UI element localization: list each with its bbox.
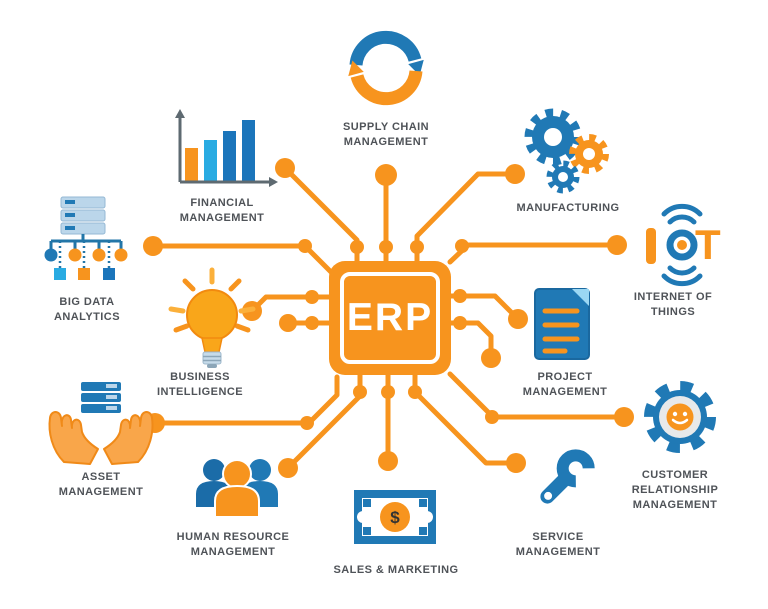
banknote-icon: $ [354, 490, 436, 544]
project-label: PROJECT MANAGEMENT [522, 371, 608, 398]
service-label: SERVICE MANAGEMENT [515, 531, 601, 558]
people-group-icon [196, 459, 278, 518]
sync-arrows-icon [348, 30, 424, 106]
iot-label: INTERNET OF THINGS [633, 291, 713, 318]
document-icon [534, 288, 590, 360]
iot-letter-t: T [695, 221, 721, 268]
erp-chip: ERP [329, 261, 451, 375]
business-intelligence-label: BUSINESS INTELLIGENCE [156, 371, 244, 398]
big-data-label: BIG DATA ANALYTICS [54, 296, 120, 323]
iot-signal-icon: T [646, 203, 721, 287]
crm-label: CUSTOMER RELATIONSHIP MANAGEMENT [631, 469, 719, 511]
sales-label: SALES & MARKETING [333, 564, 459, 576]
erp-chip-label: ERP [346, 296, 434, 339]
via-dots [298, 239, 499, 430]
hrm-label: HUMAN RESOURCE MANAGEMENT [176, 531, 290, 558]
lightbulb-icon [168, 267, 256, 368]
smiley-gear-icon [644, 381, 716, 453]
asset-label: ASSET MANAGEMENT [58, 471, 144, 498]
gears-icon [524, 108, 609, 194]
financial-label: FINANCIAL MANAGEMENT [179, 197, 265, 224]
bar-chart-icon [175, 109, 278, 187]
supply-chain-label: SUPPLY CHAIN MANAGEMENT [342, 121, 430, 148]
node-dots [143, 158, 634, 478]
wrench-icon [540, 449, 595, 504]
database-cluster-icon [44, 196, 128, 280]
dollar-symbol: $ [390, 508, 400, 527]
erp-chip-inner-border: ERP [340, 272, 440, 364]
hands-holding-server-icon [48, 382, 154, 465]
manufacturing-label: MANUFACTURING [516, 202, 620, 214]
